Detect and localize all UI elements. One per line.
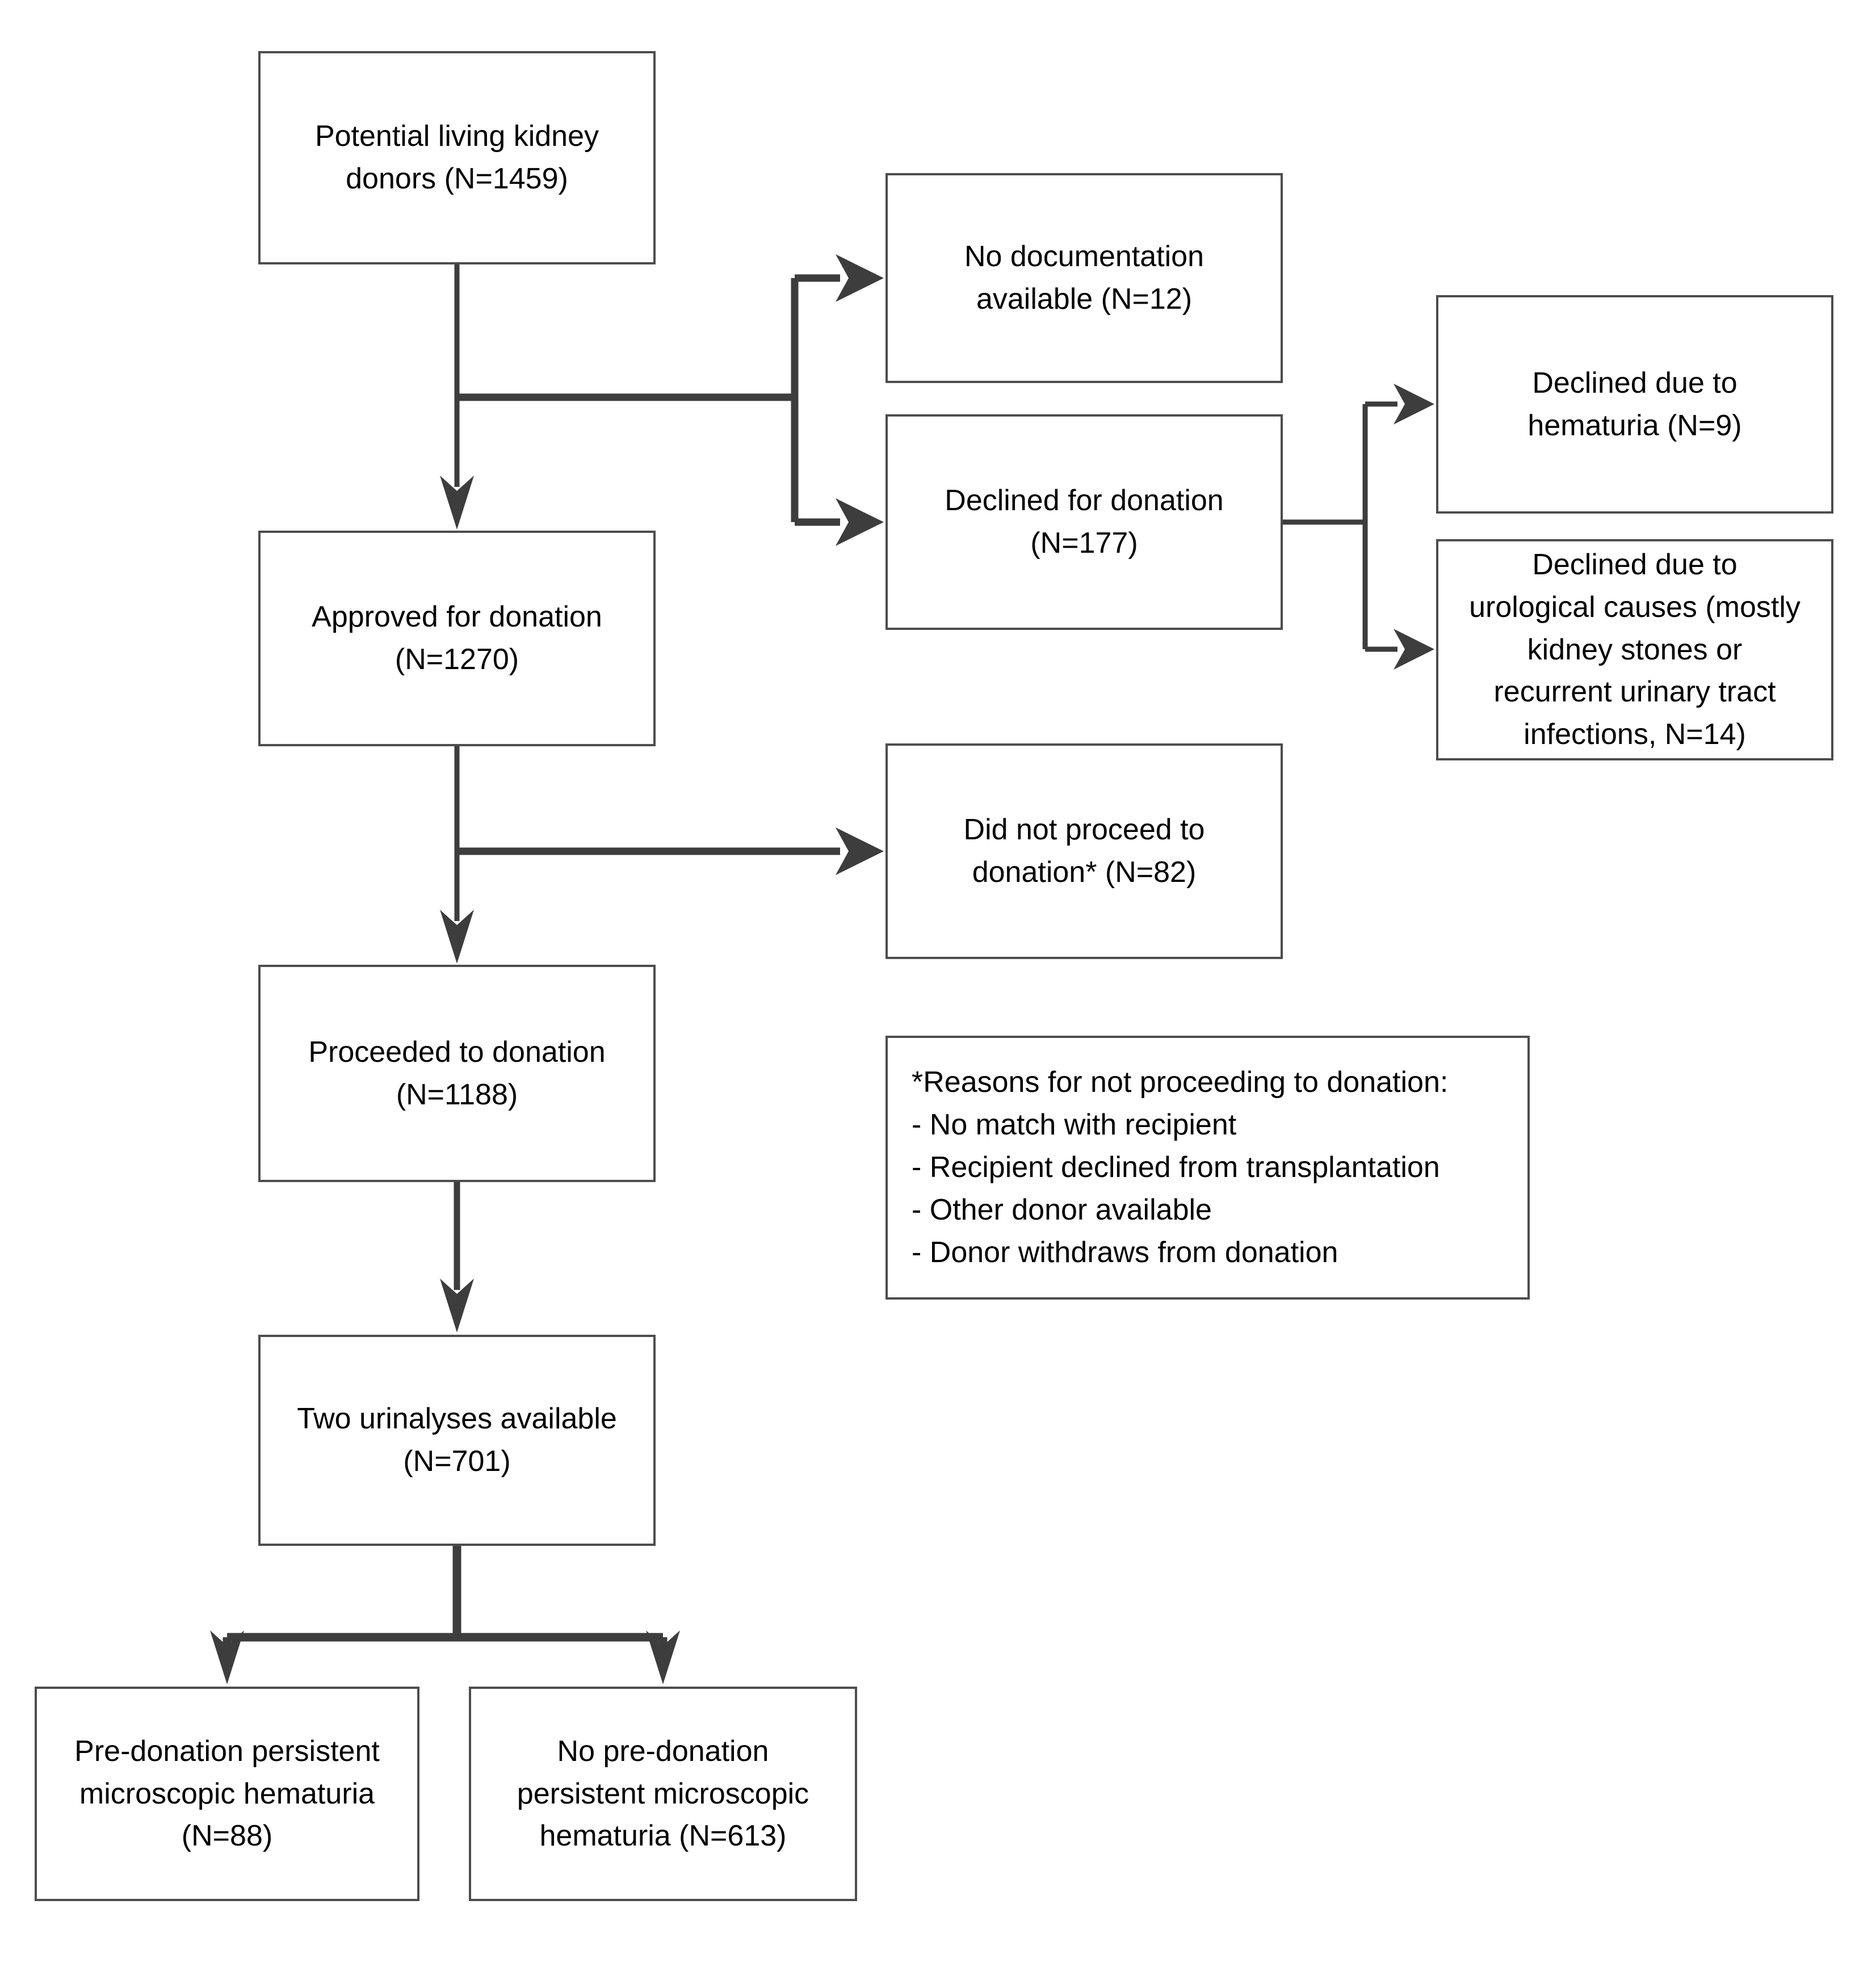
arrowhead-into-did-not-proceed	[836, 827, 884, 875]
flow-box-predonation-hematuria: Pre-donation persistent microscopic hema…	[35, 1687, 419, 1901]
connector-branch-right-top	[457, 274, 840, 526]
flow-box-approved: Approved for donation (N=1270)	[258, 531, 656, 746]
arrowhead-into-declined	[836, 498, 884, 546]
arrowhead-into-predonation-hematuria	[210, 1630, 244, 1684]
arrowhead-into-declined-hematuria	[1394, 384, 1434, 424]
flow-box-potential-donors: Potential living kidney donors (N=1459)	[258, 51, 656, 264]
flow-box-no-documentation: No documentation available (N=12)	[885, 173, 1283, 383]
arrowhead-into-approved	[440, 476, 474, 529]
flow-box-declined-urological: Declined due to urological causes (mostl…	[1436, 539, 1833, 760]
flow-box-did-not-proceed: Did not proceed to donation* (N=82)	[885, 743, 1283, 959]
flow-box-two-urinalyses: Two urinalyses available (N=701)	[258, 1335, 656, 1546]
flow-box-no-predonation-hematuria: No pre-donation persistent microscopic h…	[469, 1687, 857, 1901]
flow-box-declined-hematuria: Declined due to hematuria (N=9)	[1436, 295, 1833, 514]
flow-box-proceeded: Proceeded to donation (N=1188)	[258, 965, 656, 1182]
arrowhead-into-declined-urological	[1394, 629, 1434, 670]
arrowhead-into-proceeded	[440, 910, 474, 964]
connector-urinalyses-split	[223, 1546, 668, 1646]
arrowhead-into-urinalyses	[440, 1279, 474, 1332]
connector-declined-to-causes	[1254, 401, 1397, 652]
flow-box-declined-donation: Declined for donation (N=177)	[885, 414, 1283, 630]
arrowhead-into-no-documentation	[836, 254, 884, 302]
arrowhead-into-no-predonation-hematuria	[646, 1630, 680, 1684]
footnote-reasons-box: *Reasons for not proceeding to donation:…	[885, 1036, 1530, 1300]
